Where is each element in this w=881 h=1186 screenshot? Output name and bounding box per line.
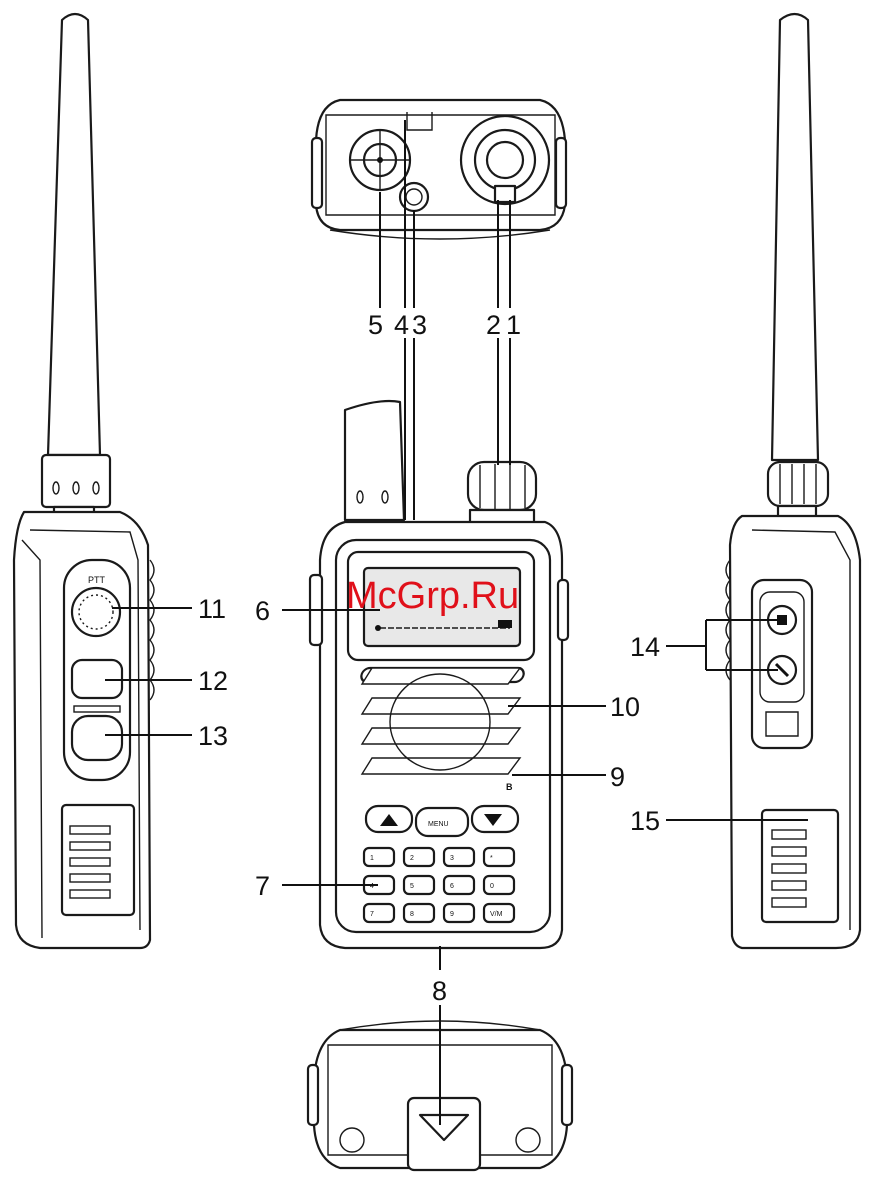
callout-15: 15 xyxy=(630,806,660,836)
callout-2: 2 xyxy=(486,310,501,340)
keypad-key xyxy=(364,848,394,866)
keypad-key xyxy=(484,876,514,894)
keypad-key-label: 6 xyxy=(450,883,454,890)
callout-4: 4 xyxy=(394,310,409,340)
keypad-key xyxy=(364,904,394,922)
keypad-key xyxy=(444,904,474,922)
callout-5: 5 xyxy=(368,310,383,340)
svg-text:B: B xyxy=(506,782,513,792)
keypad-key-label: 2 xyxy=(410,855,414,862)
keypad-key-label: 3 xyxy=(450,855,454,862)
keypad-key xyxy=(444,876,474,894)
callout-13: 13 xyxy=(198,721,228,751)
keypad-key-label: 0 xyxy=(490,883,494,890)
top-view xyxy=(312,100,566,239)
callout-7: 7 xyxy=(255,871,270,901)
callout-8: 8 xyxy=(432,976,447,1006)
menu-key-label: MENU xyxy=(428,821,449,828)
keypad-key xyxy=(484,848,514,866)
callout-14: 14 xyxy=(630,632,660,662)
keypad-key xyxy=(444,848,474,866)
callout-3: 3 xyxy=(412,310,427,340)
keypad-key xyxy=(404,904,434,922)
keypad-key-label: * xyxy=(490,855,493,862)
callout-12: 12 xyxy=(198,666,228,696)
svg-text:PTT: PTT xyxy=(88,575,106,585)
callout-10: 10 xyxy=(610,692,640,722)
callout-6: 6 xyxy=(255,596,270,626)
keypad-key-label: 1 xyxy=(370,855,374,862)
callout-11: 11 xyxy=(198,594,226,624)
right-side-view xyxy=(726,14,860,948)
callout-9: 9 xyxy=(610,762,625,792)
left-side-view: PTT xyxy=(14,14,154,948)
keypad-key-label: 9 xyxy=(450,911,454,918)
keypad-key-label: 8 xyxy=(410,911,414,918)
callout-1: 1 xyxy=(506,310,521,340)
keypad-key-label: 5 xyxy=(410,883,414,890)
watermark-text: McGrp.Ru xyxy=(346,575,519,617)
keypad-key-label: 7 xyxy=(370,911,374,918)
keypad-key xyxy=(404,848,434,866)
keypad-key-label: V/M xyxy=(490,911,503,918)
keypad-key xyxy=(404,876,434,894)
